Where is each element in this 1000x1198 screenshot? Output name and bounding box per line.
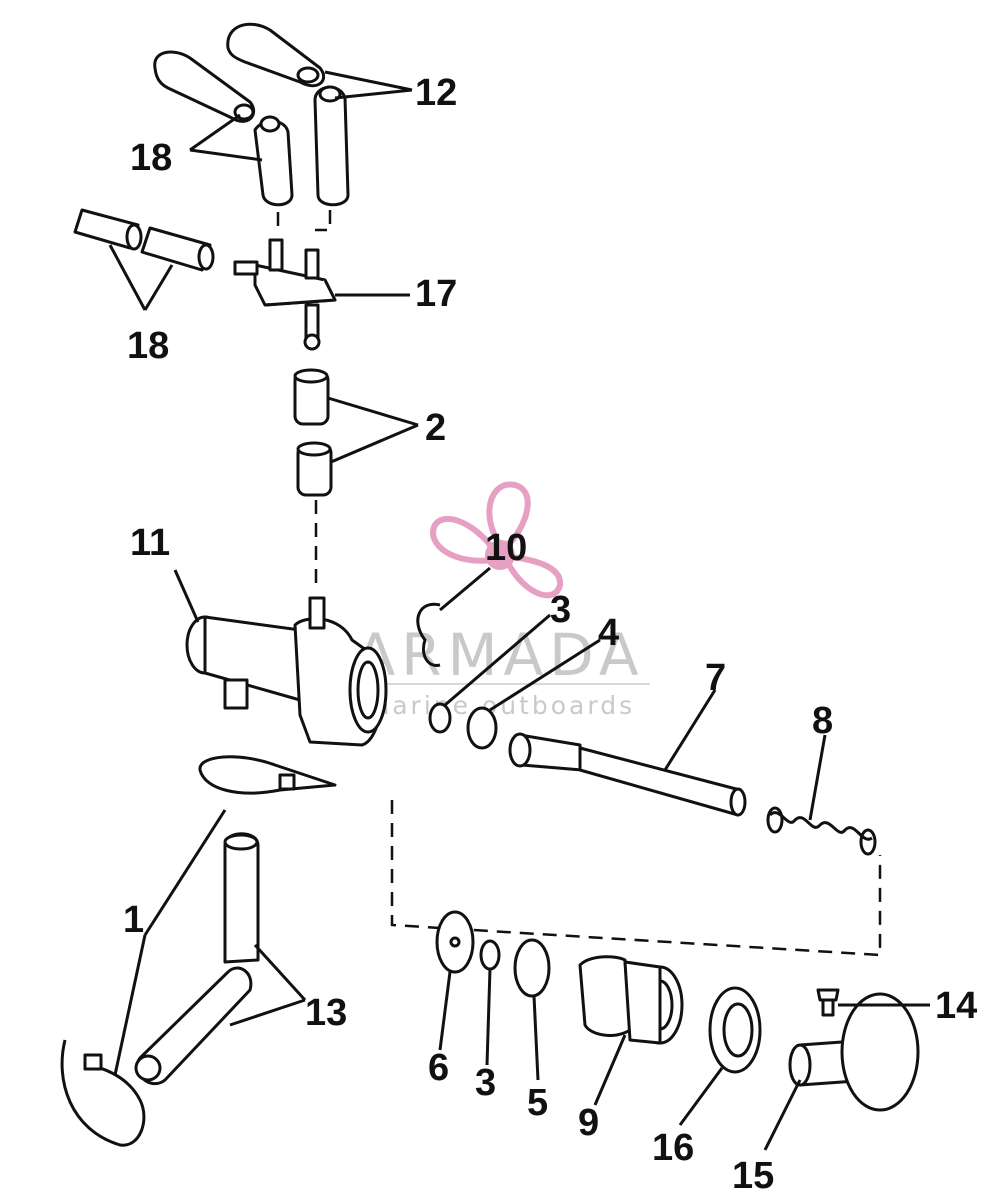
callout-5: 5 <box>527 1082 548 1124</box>
watermark-title: ARMADA <box>355 621 644 689</box>
part-16-nut <box>708 986 762 1074</box>
callout-16: 16 <box>652 1127 694 1169</box>
callout-6: 6 <box>428 1047 449 1089</box>
callout-4: 4 <box>598 612 619 654</box>
callout-2: 2 <box>425 407 446 449</box>
watermark-subtitle: marine outboards <box>365 691 635 720</box>
part-7-plunger <box>508 732 747 817</box>
callout-7: 7 <box>705 657 726 699</box>
part-13-hose <box>134 832 260 1086</box>
callout-18-lower: 18 <box>127 325 169 367</box>
armada-logo: ARMADA marine outboards <box>350 481 650 720</box>
callout-17: 17 <box>415 273 457 315</box>
callout-10: 10 <box>485 527 527 569</box>
callout-3-lower: 3 <box>475 1062 496 1104</box>
part-15-knob <box>788 992 920 1112</box>
callout-1: 1 <box>123 899 144 941</box>
callout-14: 14 <box>935 985 977 1027</box>
part-9-fitting <box>578 955 684 1045</box>
callout-labels: 12 18 18 17 2 11 10 3 4 7 8 1 13 6 3 5 9… <box>123 72 977 1197</box>
part-11-valve-body <box>185 596 388 747</box>
part-2-hoses <box>293 368 333 497</box>
callout-18-upper: 18 <box>130 137 172 179</box>
part-4-oring <box>466 706 498 750</box>
part-12-hoses <box>226 22 350 207</box>
part-10-clip <box>416 602 441 667</box>
callout-3-upper: 3 <box>550 589 571 631</box>
part-14-screw <box>816 988 840 1017</box>
part-3-oring-lower <box>479 939 501 971</box>
callout-12: 12 <box>415 72 457 114</box>
part-1-clamps <box>60 755 337 1147</box>
part-8-spring <box>766 806 877 856</box>
part-17-tee-fitting <box>233 238 337 351</box>
propeller-icon <box>430 481 563 599</box>
callout-15: 15 <box>732 1155 774 1197</box>
part-18-lower-hoses <box>73 208 215 272</box>
leader-lines <box>108 70 930 1151</box>
part-18-upper-hoses <box>153 50 294 207</box>
part-5-oring <box>513 938 551 998</box>
callout-9: 9 <box>578 1102 599 1144</box>
callout-8: 8 <box>812 700 833 742</box>
callout-13: 13 <box>305 992 347 1034</box>
callout-11: 11 <box>130 522 170 564</box>
part-3-oring <box>428 702 452 734</box>
